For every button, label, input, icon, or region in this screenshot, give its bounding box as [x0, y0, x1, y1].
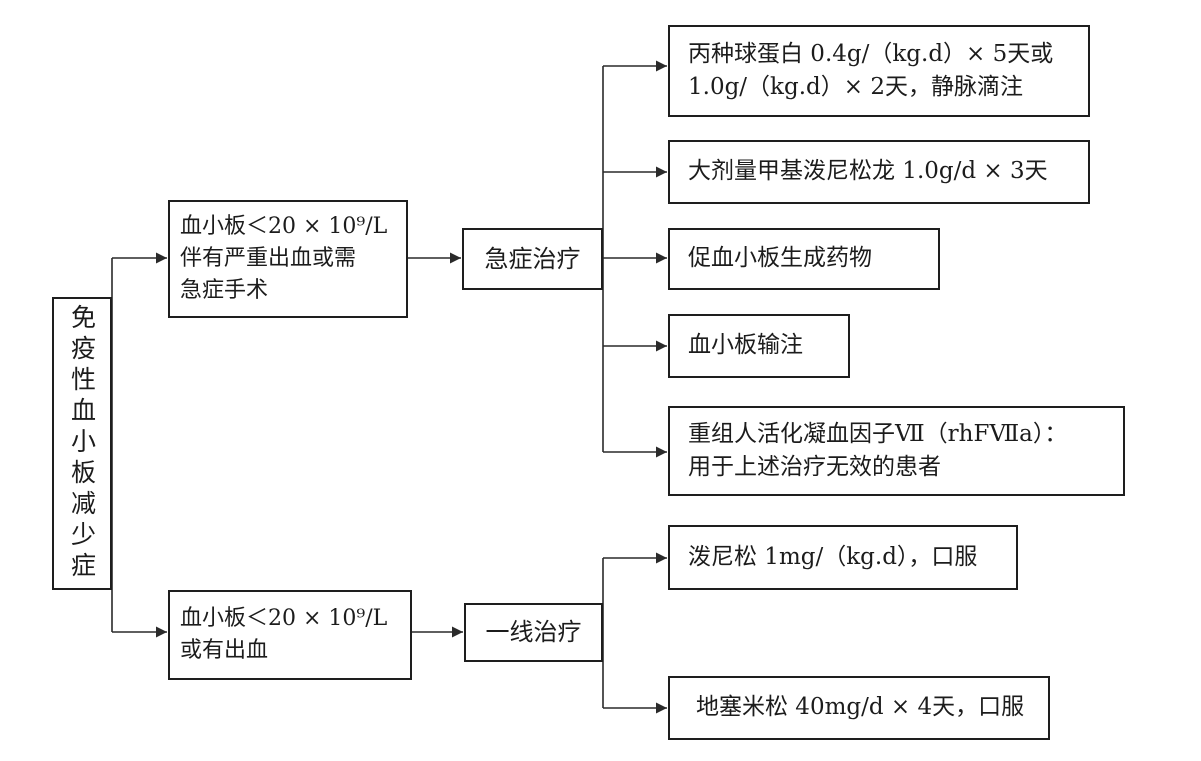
- treatment-box-emergency: 急症治疗: [462, 228, 603, 290]
- option-box-dexamethasone: 地塞米松 40mg/d × 4天，口服: [668, 676, 1050, 740]
- option-line: 血小板输注: [688, 332, 803, 359]
- root-node-label: 免疫性血小板减少症: [67, 304, 97, 583]
- condition-line: 血小板＜20 × 10⁹/L: [180, 606, 388, 632]
- treatment-label: 一线治疗: [485, 618, 582, 647]
- condition-line: 血小板＜20 × 10⁹/L: [180, 214, 388, 240]
- option-box-methylprednisolone: 大剂量甲基泼尼松龙 1.0g/d × 3天: [668, 140, 1090, 204]
- condition-box-bleeding: 血小板＜20 × 10⁹/L 或有出血: [168, 590, 412, 680]
- option-line: 大剂量甲基泼尼松龙 1.0g/d × 3天: [688, 158, 1048, 185]
- condition-box-severe: 血小板＜20 × 10⁹/L 伴有严重出血或需 急症手术: [168, 200, 408, 318]
- condition-line: 或有出血: [180, 638, 269, 663]
- option-line: 1.0g/（kg.d）× 2天，静脉滴注: [688, 74, 1023, 100]
- option-box-tpo-agents: 促血小板生成药物: [668, 228, 940, 290]
- option-line: 重组人活化凝血因子Ⅶ（rhFⅦa）：: [688, 420, 1068, 447]
- condition-line: 急症手术: [180, 277, 269, 303]
- option-line: 丙种球蛋白 0.4g/（kg.d）× 5天或: [688, 40, 1054, 67]
- option-line: 地塞米松 40mg/d × 4天，口服: [696, 694, 1025, 721]
- option-box-ivig: 丙种球蛋白 0.4g/（kg.d）× 5天或 1.0g/（kg.d）× 2天，静…: [668, 25, 1090, 117]
- option-box-rhfviia: 重组人活化凝血因子Ⅶ（rhFⅦa）： 用于上述治疗无效的患者: [668, 406, 1125, 496]
- option-box-prednisone: 泼尼松 1mg/（kg.d），口服: [668, 525, 1018, 590]
- option-box-platelet-transfusion: 血小板输注: [668, 314, 850, 378]
- treatment-label: 急症治疗: [484, 244, 581, 273]
- root-node-box: 免疫性血小板减少症: [52, 297, 112, 590]
- option-line: 促血小板生成药物: [688, 245, 872, 272]
- treatment-box-firstline: 一线治疗: [464, 603, 603, 662]
- option-line: 用于上述治疗无效的患者: [688, 454, 941, 480]
- option-line: 泼尼松 1mg/（kg.d），口服: [688, 543, 978, 570]
- condition-line: 伴有严重出血或需: [180, 246, 357, 272]
